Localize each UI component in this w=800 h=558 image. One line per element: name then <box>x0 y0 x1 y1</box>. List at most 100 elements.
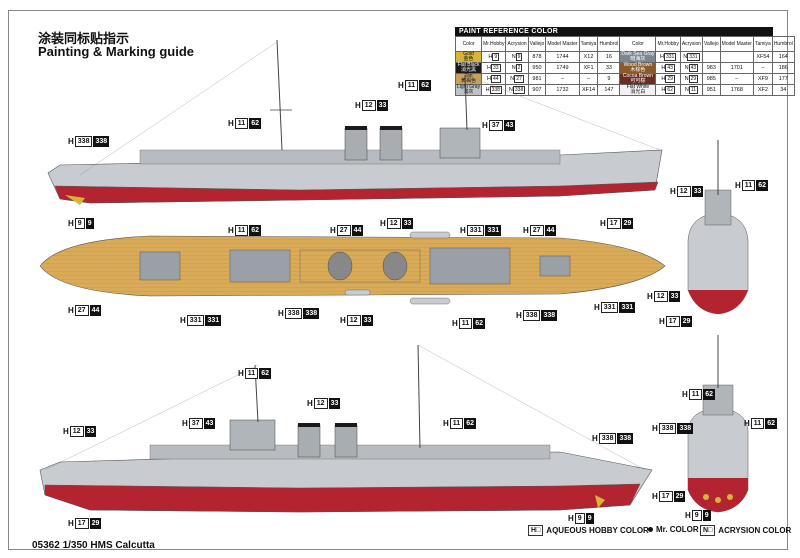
color-name-cn: 黄褐色 <box>461 78 477 84</box>
callout-hobby-code: 11 <box>688 389 703 400</box>
callout-hobby-code: 11 <box>750 418 765 429</box>
legend-mr: Mr. COLOR <box>648 525 699 534</box>
callout-hobby-code: 27 <box>336 225 351 236</box>
callout-mr-code: 338 <box>93 136 110 147</box>
callout-mr-code: 29 <box>673 491 686 502</box>
callout-hobby-code: 17 <box>665 316 680 327</box>
callout-mr-code: 338 <box>617 433 634 444</box>
callout-prefix: H <box>63 427 69 436</box>
color-name: Flat White <box>626 84 650 90</box>
title-english: Painting & Marking guide <box>38 44 195 59</box>
callout-prefix: H <box>238 369 244 378</box>
callout-hobby-code: 12 <box>386 218 401 229</box>
callout-prefix: H <box>398 81 404 90</box>
legend-aqueous-label: AQUEOUS HOBBY COLOR <box>546 526 649 535</box>
callout-hobby-code: 11 <box>234 118 249 129</box>
acrysion-value: 2 <box>515 64 523 72</box>
callout-hobby-code: 338 <box>598 433 617 444</box>
legend-acrysion-code: N□ <box>700 525 716 536</box>
callout-mr-code: 62 <box>464 418 476 429</box>
page-frame <box>8 10 788 550</box>
callout-mr-code: 62 <box>419 80 431 91</box>
callout-prefix: H <box>600 219 606 228</box>
hobby-code: 331 <box>663 53 677 61</box>
callout-hobby-code: 338 <box>658 423 677 434</box>
callout-hobby-code: 17 <box>74 518 89 529</box>
callout-mr-code: 33 <box>376 100 389 111</box>
color-name-cn: 可可棕 <box>630 78 646 84</box>
callout-prefix: H <box>523 226 529 235</box>
callout-prefix: H <box>652 424 658 433</box>
front-view-top <box>687 140 749 315</box>
callout-mr-code: 62 <box>259 368 271 379</box>
color-name-cn: 暗海灰 <box>630 56 646 62</box>
callout-hobby-code: 12 <box>361 100 376 111</box>
callout-hobby-code: 27 <box>529 225 544 236</box>
callout-mr-code: 44 <box>351 225 364 236</box>
callout-hobby-code: 17 <box>606 218 621 229</box>
callout-prefix: H <box>659 317 665 326</box>
callout-mr-code: 33 <box>401 218 414 229</box>
color-name: Flat Black <box>457 62 480 68</box>
callout-mr-code: 43 <box>203 418 216 429</box>
callout-mr-code: 62 <box>473 318 485 329</box>
color-name: Dark Sea Gray <box>621 51 655 57</box>
paint-table-grid: Color Mr.Hobby Acrysion Vallejo Model Ma… <box>454 36 795 96</box>
callout-hobby-code: 12 <box>676 186 691 197</box>
callout-hobby-code: 11 <box>404 80 419 91</box>
callout-prefix: H <box>380 219 386 228</box>
callout-mr-code: 44 <box>544 225 557 236</box>
callout-mr-code: 29 <box>621 218 634 229</box>
callout-prefix: H <box>670 187 676 196</box>
vallejo-value: 907 <box>527 84 547 96</box>
callout-hobby-code: 11 <box>449 418 464 429</box>
callout-mr-code: 29 <box>680 316 693 327</box>
acrysion-value: 331 <box>687 53 700 61</box>
callout-prefix: H <box>482 121 488 130</box>
acrysion-value: 43 <box>688 64 699 72</box>
callout-prefix: H <box>652 492 658 501</box>
callout-hobby-code: 12 <box>346 315 361 326</box>
callout-mr-code: 33 <box>691 186 704 197</box>
rear-view-bottom <box>687 335 749 513</box>
mm-value: 1768 <box>719 84 754 96</box>
callout-prefix: H <box>68 519 74 528</box>
legend-acrysion-label: ACRYSION COLOR <box>718 526 792 535</box>
hobby-code: 9 <box>492 53 500 61</box>
callout-mr-code: 9 <box>85 218 94 229</box>
callout-mr-code: 331 <box>485 225 502 236</box>
callout-prefix: H <box>330 226 336 235</box>
callout-hobby-code: 37 <box>188 418 203 429</box>
hobby-code: 44 <box>490 75 501 83</box>
color-name: Gold <box>463 51 474 57</box>
color-name: Cocoa Brown <box>622 73 653 79</box>
hobby-code: 338 <box>489 86 502 94</box>
callout-prefix: H <box>68 219 74 228</box>
legend-acrysion: N□ ACRYSION COLOR <box>700 525 791 536</box>
callout-mr-code: 331 <box>205 315 222 326</box>
color-name-cn: 浅灰 <box>463 89 474 95</box>
hobby-code: 43 <box>665 64 675 72</box>
color-name-cn: 金色 <box>463 56 474 62</box>
callout-hobby-code: 12 <box>69 426 84 437</box>
